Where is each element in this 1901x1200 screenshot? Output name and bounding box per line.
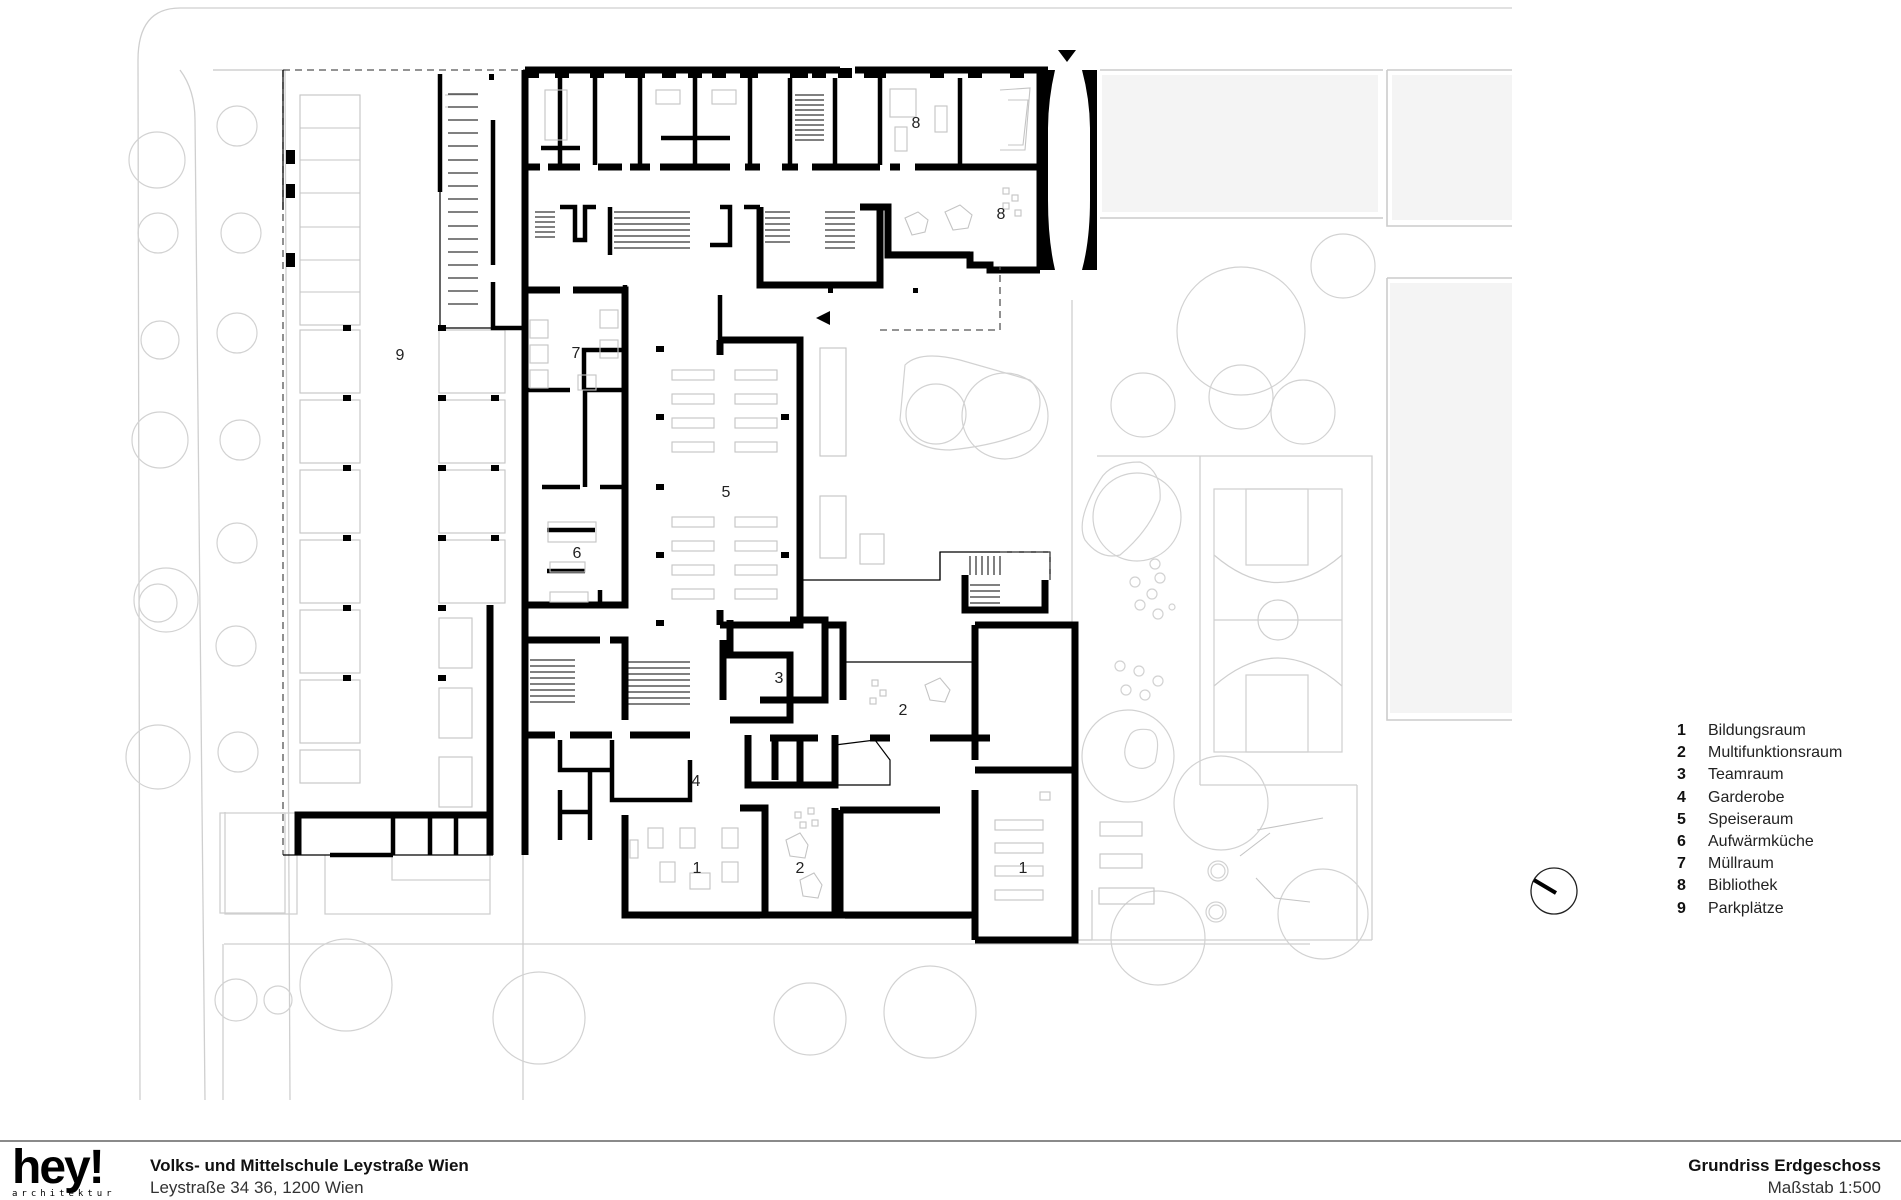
legend-label: Bildungsraum bbox=[1708, 722, 1806, 740]
room-label-8a: 8 bbox=[912, 115, 921, 132]
sheet-scale: Maßstab 1:500 bbox=[1767, 1178, 1881, 1197]
sheet-title: Grundriss Erdgeschoss bbox=[1688, 1156, 1881, 1175]
dining-tables bbox=[671, 369, 778, 600]
legend-item: 8 Bibliothek bbox=[1677, 875, 1842, 897]
north-arrow-icon bbox=[1530, 867, 1578, 915]
room-label-7: 7 bbox=[572, 345, 581, 362]
project-address: Leystraße 34 36, 1200 Wien bbox=[150, 1178, 364, 1197]
logo-subtitle: architektur bbox=[12, 1189, 116, 1199]
room-label-5: 5 bbox=[722, 484, 731, 501]
room-label-8b: 8 bbox=[997, 206, 1006, 223]
legend-label: Multifunktionsraum bbox=[1708, 744, 1843, 762]
legend-label: Speiseraum bbox=[1708, 810, 1794, 828]
legend-number: 4 bbox=[1677, 788, 1686, 806]
room-legend: 1 Bildungsraum 2 Multifunktionsraum 3 Teamr… bbox=[1677, 720, 1842, 920]
building bbox=[282, 50, 1097, 944]
sheet-info: Grundriss Erdgeschoss Maßstab 1:500 bbox=[1688, 1156, 1881, 1198]
legend-item: 2 Multifunktionsraum bbox=[1677, 742, 1842, 764]
room-label-2a: 2 bbox=[899, 702, 908, 719]
entrance-arrow-north-icon bbox=[1058, 50, 1076, 62]
legend-item: 4 Garderobe bbox=[1677, 787, 1842, 809]
legend-label: Müllraum bbox=[1708, 855, 1774, 873]
legend-item: 1 Bildungsraum bbox=[1677, 720, 1842, 742]
room-label-6: 6 bbox=[573, 545, 582, 562]
sports-fields bbox=[819, 69, 1512, 905]
trees bbox=[125, 105, 1376, 1065]
legend-number: 5 bbox=[1677, 810, 1686, 828]
legend-label: Aufwärmküche bbox=[1708, 833, 1814, 851]
room-label-9: 9 bbox=[396, 347, 405, 364]
legend-item: 7 Müllraum bbox=[1677, 853, 1842, 875]
room-numbers: 9 7 6 5 3 4 8 8 2 2 1 1 bbox=[396, 115, 1028, 877]
legend-label: Parkplätze bbox=[1708, 899, 1784, 917]
legend-item: 9 Parkplätze bbox=[1677, 898, 1842, 920]
legend-number: 1 bbox=[1677, 722, 1686, 740]
project-info: Volks- und Mittelschule Leystraße Wien L… bbox=[150, 1156, 469, 1198]
legend-item: 6 Aufwärmküche bbox=[1677, 831, 1842, 853]
legend-number: 7 bbox=[1677, 855, 1686, 873]
legend-number: 2 bbox=[1677, 744, 1686, 762]
room-label-4: 4 bbox=[692, 773, 701, 790]
logo: hey! architektur bbox=[12, 1141, 116, 1200]
project-title: Volks- und Mittelschule Leystraße Wien bbox=[150, 1156, 469, 1175]
legend-item: 5 Speiseraum bbox=[1677, 809, 1842, 831]
entrance-arrow-east-icon bbox=[816, 311, 830, 325]
legend-number: 3 bbox=[1677, 766, 1686, 784]
room-label-2b: 2 bbox=[796, 860, 805, 877]
legend-number: 8 bbox=[1677, 877, 1686, 895]
legend-label: Bibliothek bbox=[1708, 877, 1778, 895]
legend-item: 3 Teamraum bbox=[1677, 764, 1842, 786]
room-label-1b: 1 bbox=[1019, 860, 1028, 877]
legend-label: Garderobe bbox=[1708, 788, 1785, 806]
logo-wordmark: hey! bbox=[12, 1141, 105, 1194]
footer-divider bbox=[0, 1140, 1901, 1142]
floor-plan-drawing: 9 7 6 5 3 4 8 8 2 2 1 1 bbox=[125, 7, 1512, 1101]
legend-label: Teamraum bbox=[1708, 766, 1784, 784]
room-label-1a: 1 bbox=[693, 860, 702, 877]
legend-number: 9 bbox=[1677, 899, 1686, 917]
legend-number: 6 bbox=[1677, 833, 1686, 851]
room-label-3: 3 bbox=[775, 670, 784, 687]
